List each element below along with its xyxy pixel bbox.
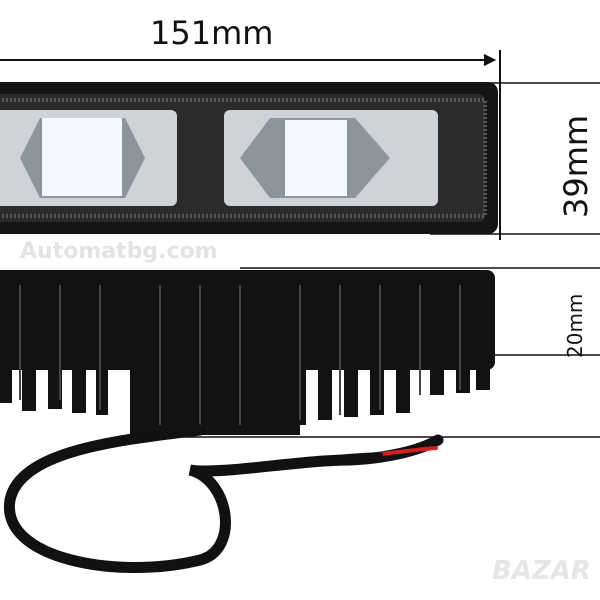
lens-left [0, 110, 177, 206]
watermark-site: Automatbg.com [20, 239, 218, 264]
width-dimension-label: 151mm [150, 14, 274, 52]
height-dimension-label: 39mm [557, 114, 595, 218]
lens-right [224, 110, 438, 206]
light-front [0, 82, 498, 234]
watermark-brand-logo: BAZAR [492, 556, 591, 586]
power-cable [4, 424, 444, 573]
heatsink-fin-highlights [19, 285, 461, 425]
depth-dimension-label: 20mm [563, 293, 587, 358]
